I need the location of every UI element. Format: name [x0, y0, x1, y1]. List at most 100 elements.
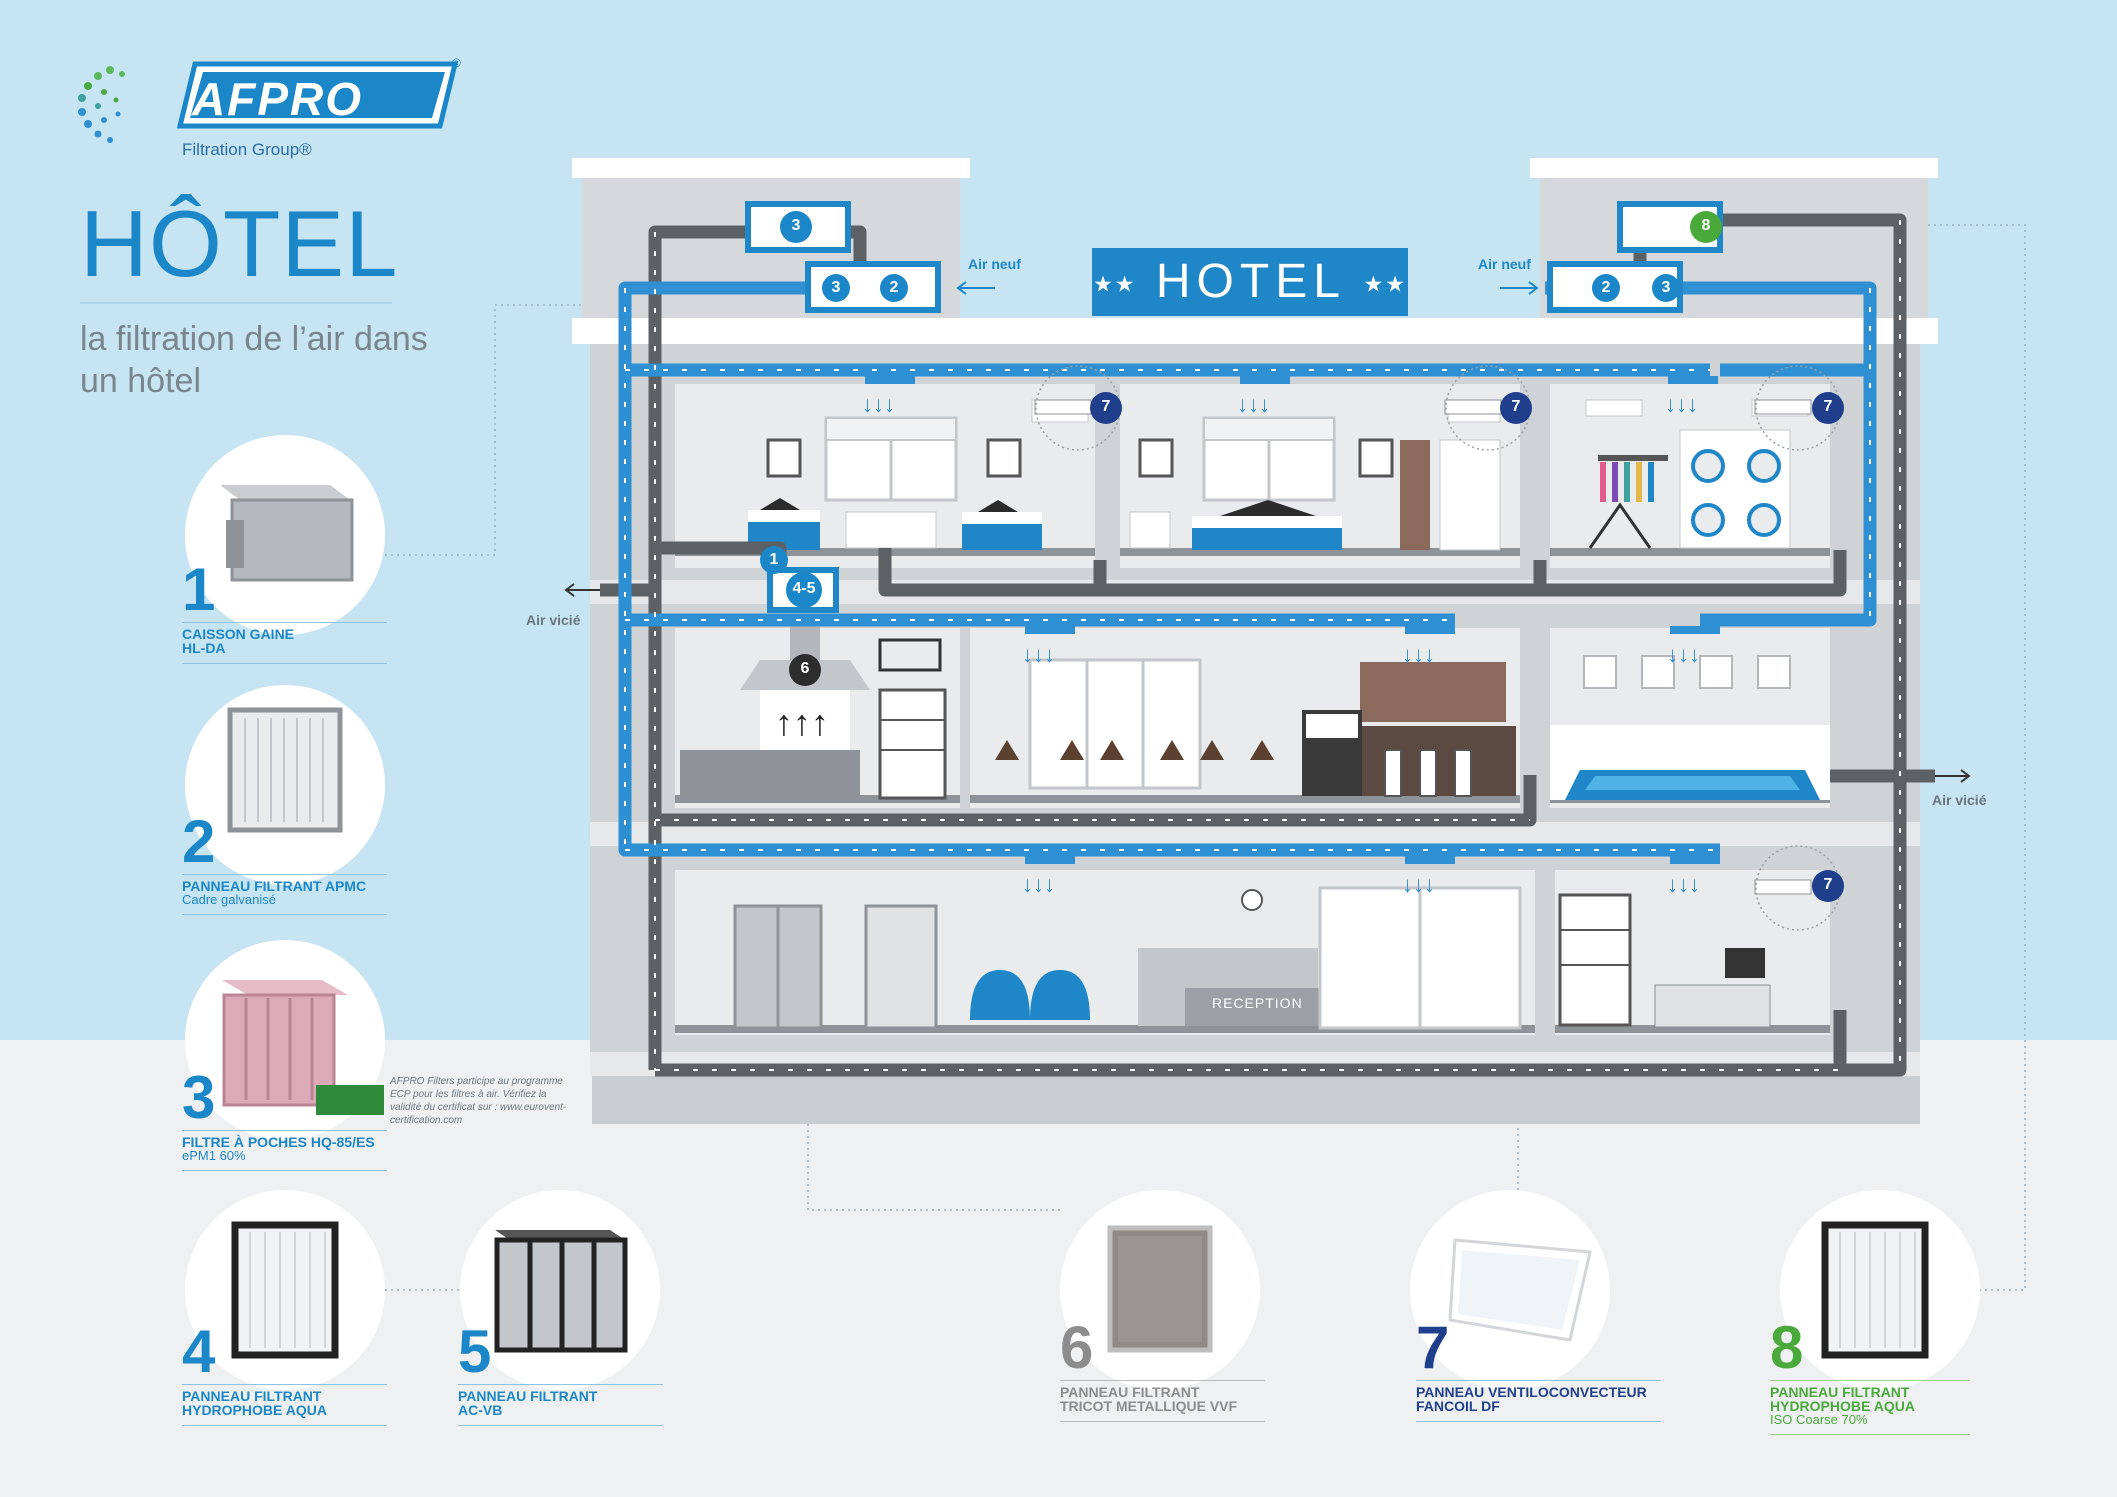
svg-text:↓↓↓: ↓↓↓: [1022, 642, 1055, 667]
logo-swirl-icon: [78, 66, 125, 143]
hotel-sign: ★★ HOTEL ★★: [1092, 248, 1408, 316]
badge-label: 3: [1661, 279, 1671, 296]
badge-label: 6: [800, 660, 810, 677]
product-6: 6 PANNEAU FILTRANT TRICOT METALLIQUE VVF: [1060, 1318, 1265, 1422]
product-name: PANNEAU VENTILOCONVECTEUR: [1416, 1384, 1647, 1400]
product-image-7: [1448, 1238, 1592, 1342]
svg-text:↑↑↑: ↑↑↑: [775, 702, 829, 743]
svg-text:↓↓↓: ↓↓↓: [1402, 642, 1435, 667]
badge-2-mid-left: [880, 274, 908, 302]
duct-flow-arrows: [624, 220, 1901, 1071]
air-neuf-right-label: Air neuf: [1478, 256, 1531, 272]
badge-label: 3: [831, 279, 841, 296]
product-sub: ISO Coarse 70%: [1770, 1412, 1868, 1427]
product-2: 2 PANNEAU FILTRANT APMC Cadre galvanisé: [182, 812, 387, 915]
diffusers: ↓↓↓↓↓↓↓↓↓ ↓↓↓↓↓↓↓↓↓ ↓↓↓↓↓↓↓↓↓: [862, 376, 1720, 897]
badge-label: 2: [1601, 279, 1611, 296]
air-vicie-left-label: Air vicié: [526, 612, 581, 628]
air-flow-arrows: [956, 281, 1539, 295]
badge-label: 1: [769, 551, 779, 568]
exhaust-arrows: [564, 583, 1971, 783]
product-name: HYDROPHOBE AQUA: [1770, 1398, 1915, 1414]
lobby: [733, 886, 1522, 1030]
hotel-sign-label: HOTEL: [1155, 255, 1345, 308]
badge-7-b: [1500, 392, 1532, 424]
product-image-3: [222, 980, 384, 1115]
product-number: 2: [182, 808, 216, 875]
product-name: HYDROPHOBE AQUA: [182, 1402, 327, 1418]
product-4: 4 PANNEAU FILTRANT HYDROPHOBE AQUA: [182, 1322, 387, 1426]
badge-7-a: [1090, 392, 1122, 424]
product-name: FILTRE À POCHES HQ-85/ES: [182, 1134, 375, 1150]
product-name: PANNEAU FILTRANT: [458, 1388, 598, 1404]
badge-label: 7: [1823, 876, 1833, 893]
product-image-2: [227, 707, 343, 833]
product-name: TRICOT METALLIQUE VVF: [1060, 1398, 1238, 1414]
product-sub: ePM1 60%: [182, 1148, 246, 1163]
product-name: FANCOIL DF: [1416, 1398, 1500, 1414]
page-title: HÔTEL: [80, 191, 399, 296]
product-image-8: [1821, 1221, 1929, 1359]
reception-label: RECEPTION: [1212, 995, 1303, 1011]
fancoil-units: [1034, 365, 1841, 931]
badge-label: 7: [1823, 398, 1833, 415]
product-image-6: [1107, 1225, 1213, 1353]
product-image-1: [220, 485, 354, 582]
pool-area: [1550, 655, 1830, 800]
star-icon: ★★: [1093, 271, 1137, 297]
logo-registered: ®: [452, 56, 461, 70]
logo-brand: AFPRO: [192, 73, 363, 125]
badge-4-5: [786, 572, 822, 608]
badge-markers: [760, 211, 1844, 902]
badge-6: [789, 654, 821, 686]
badge-label: 7: [1101, 398, 1111, 415]
product-7: 7 PANNEAU VENTILOCONVECTEUR FANCOIL DF: [1416, 1318, 1661, 1422]
badge-3-top-left: [780, 211, 812, 243]
svg-text:↓↓↓: ↓↓↓: [862, 392, 895, 417]
badge-1: [760, 546, 788, 574]
product-number: 3: [182, 1064, 216, 1131]
badge-8-top-right: [1690, 211, 1722, 243]
product-name: HL-DA: [182, 640, 226, 656]
certification-note: AFPRO Filters participe au programme ECP…: [390, 1076, 567, 1126]
product-8: 8 PANNEAU FILTRANT HYDROPHOBE AQUA ISO C…: [1770, 1318, 1970, 1435]
product-image-4: [231, 1221, 339, 1359]
badge-3-mid-right: [1652, 274, 1680, 302]
product-number: 6: [1060, 1314, 1094, 1381]
badge-label: 8: [1701, 217, 1711, 234]
product-sub: Cadre galvanisé: [182, 892, 276, 907]
product-number: 5: [458, 1318, 492, 1385]
product-name: PANNEAU FILTRANT: [182, 1388, 322, 1404]
air-neuf-left-label: Air neuf: [968, 256, 1021, 272]
product-name: PANNEAU FILTRANT: [1770, 1384, 1910, 1400]
supply-ducts: [618, 281, 1877, 857]
svg-text:↓↓↓: ↓↓↓: [1667, 642, 1700, 667]
svg-text:↓↓↓: ↓↓↓: [1237, 392, 1270, 417]
bedroom-1: [748, 399, 1089, 550]
logo-subtitle: Filtration Group®: [182, 140, 312, 159]
restaurant: [995, 658, 1516, 797]
badge-7-c: [1812, 392, 1844, 424]
badge-2-mid-right: [1592, 274, 1620, 302]
product-number: 7: [1416, 1314, 1450, 1381]
product-name: PANNEAU FILTRANT: [1060, 1384, 1200, 1400]
badge-label: 4-5: [792, 580, 816, 597]
product-1: 1 CAISSON GAINE HL-DA: [182, 560, 387, 664]
product-3: 3 FILTRE À POCHES HQ-85/ES ePM1 60%: [182, 1068, 387, 1171]
badge-3-mid-left: [822, 274, 850, 302]
product-number: 4: [182, 1318, 216, 1385]
svg-text:↓↓↓: ↓↓↓: [1022, 872, 1055, 897]
product-name: AC-VB: [458, 1402, 503, 1418]
badge-7-d: [1812, 870, 1844, 902]
product-5: 5 PANNEAU FILTRANT AC-VB: [458, 1322, 663, 1426]
product-number: 1: [182, 556, 216, 623]
office: [1558, 893, 1771, 1028]
badge-label: 3: [791, 217, 801, 234]
product-name: PANNEAU FILTRANT APMC: [182, 878, 367, 894]
badge-label: 2: [889, 279, 899, 296]
logo-box: [176, 61, 459, 129]
product-image-5: [494, 1230, 628, 1353]
page-subtitle: la filtration de l’air dans un hôtel: [80, 320, 428, 400]
svg-text:↓↓↓: ↓↓↓: [1667, 872, 1700, 897]
